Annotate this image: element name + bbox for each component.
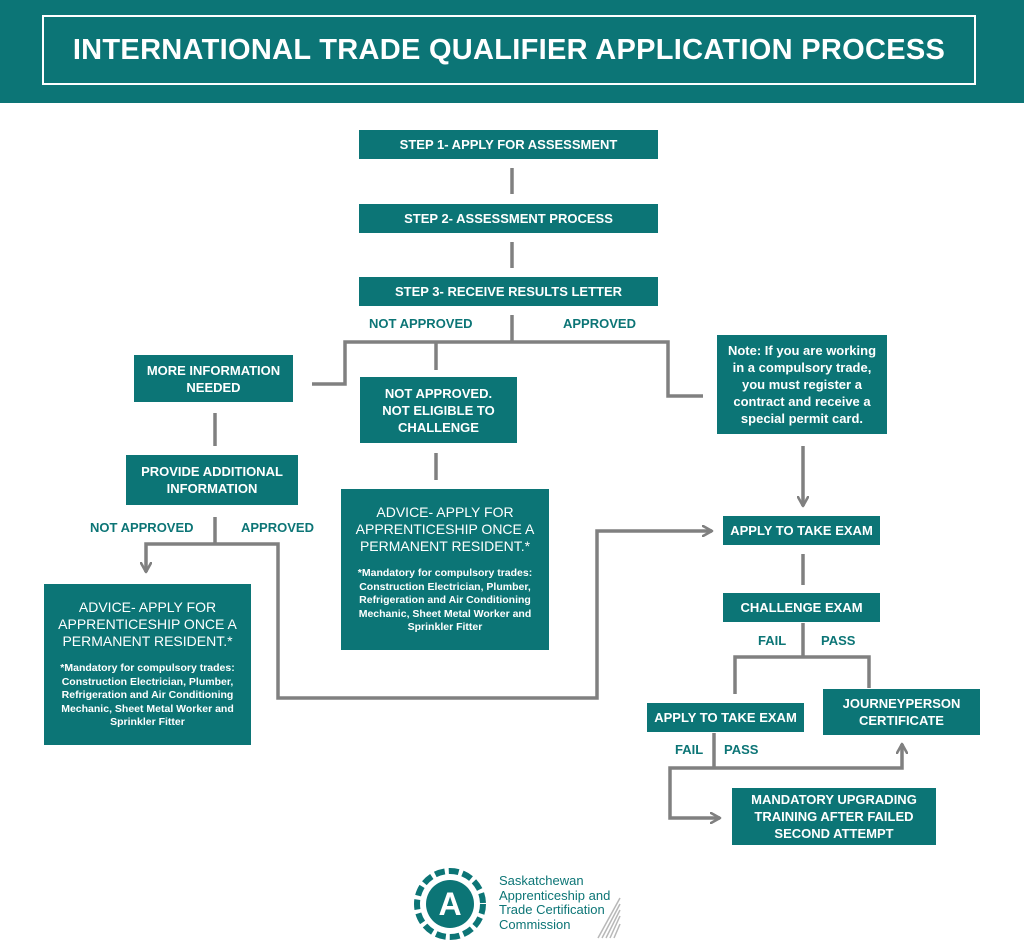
- apply-exam-1-label: APPLY TO TAKE EXAM: [730, 523, 873, 538]
- step2-box: STEP 2- ASSESSMENT PROCESS: [359, 204, 658, 233]
- advice-left-note: *Mandatory for compulsory trades: Constr…: [60, 662, 235, 729]
- exam2-pass-label: PASS: [724, 742, 759, 757]
- provide-info-box: PROVIDE ADDITIONAL INFORMATION: [126, 455, 298, 505]
- advice-center-title: ADVICE- APPLY FOR APPRENTICESHIP ONCE A …: [355, 504, 535, 555]
- advice-center-note: *Mandatory for compulsory trades: Constr…: [357, 567, 533, 634]
- journeyperson-box: JOURNEYPERSON CERTIFICATE: [823, 689, 980, 735]
- step1-box: STEP 1- APPLY FOR ASSESSMENT: [359, 130, 658, 159]
- step3-box: STEP 3- RECEIVE RESULTS LETTER: [359, 277, 658, 306]
- apply-exam-2-box: APPLY TO TAKE EXAM: [647, 703, 804, 732]
- step3-approved-label: APPROVED: [563, 316, 636, 331]
- challenge-exam-box: CHALLENGE EXAM: [723, 593, 880, 622]
- upgrading-box: MANDATORY UPGRADING TRAINING AFTER FAILE…: [732, 788, 936, 845]
- more-info-box: MORE INFORMATION NEEDED: [134, 355, 293, 402]
- satcc-logo-icon: A: [414, 868, 486, 940]
- apply-exam-1-box: APPLY TO TAKE EXAM: [723, 516, 880, 545]
- upgrading-label: MANDATORY UPGRADING TRAINING AFTER FAILE…: [751, 792, 917, 841]
- logo-wheat-icon: [597, 897, 621, 939]
- challenge-fail-label: FAIL: [758, 633, 787, 648]
- provide-approved-label: APPROVED: [241, 520, 314, 535]
- logo-organization-name: Saskatchewan Apprenticeship and Trade Ce…: [499, 873, 611, 932]
- logo-letter: A: [438, 886, 461, 922]
- connector-to-journeyperson: [714, 744, 902, 770]
- header-frame: INTERNATIONAL TRADE QUALIFIER APPLICATIO…: [42, 15, 976, 85]
- connector-fail-pass: [733, 655, 871, 694]
- note-permit-label: Note: If you are working in a compulsory…: [727, 343, 877, 426]
- connector-to-advice-left: [146, 542, 215, 572]
- not-eligible-label: NOT APPROVED. NOT ELIGIBLE TO CHALLENGE: [382, 385, 495, 435]
- note-permit-box: Note: If you are working in a compulsory…: [717, 335, 887, 434]
- more-info-label: MORE INFORMATION NEEDED: [146, 362, 281, 395]
- page-title: INTERNATIONAL TRADE QUALIFIER APPLICATIO…: [72, 33, 946, 66]
- journeyperson-label: JOURNEYPERSON CERTIFICATE: [842, 696, 961, 728]
- step3-not-approved-label: NOT APPROVED: [369, 316, 473, 331]
- step1-label: STEP 1- APPLY FOR ASSESSMENT: [399, 137, 618, 152]
- connector-to-more-info: [312, 340, 703, 398]
- not-eligible-box: NOT APPROVED. NOT ELIGIBLE TO CHALLENGE: [360, 377, 517, 443]
- provide-not-approved-label: NOT APPROVED: [90, 520, 194, 535]
- connector-to-upgrading: [668, 766, 720, 818]
- challenge-exam-label: CHALLENGE EXAM: [740, 600, 863, 615]
- header-banner: INTERNATIONAL TRADE QUALIFIER APPLICATIO…: [0, 0, 1024, 103]
- apply-exam-2-label: APPLY TO TAKE EXAM: [654, 710, 797, 725]
- challenge-pass-label: PASS: [821, 633, 856, 648]
- step2-label: STEP 2- ASSESSMENT PROCESS: [404, 211, 613, 226]
- step3-label: STEP 3- RECEIVE RESULTS LETTER: [394, 284, 623, 299]
- provide-info-label: PROVIDE ADDITIONAL INFORMATION: [141, 464, 283, 496]
- connector-approved-to-exam: [215, 531, 712, 700]
- advice-left-box: ADVICE- APPLY FOR APPRENTICESHIP ONCE A …: [44, 584, 251, 745]
- advice-left-title: ADVICE- APPLY FOR APPRENTICESHIP ONCE A …: [58, 599, 237, 650]
- advice-center-box: ADVICE- APPLY FOR APPRENTICESHIP ONCE A …: [341, 489, 549, 650]
- exam2-fail-label: FAIL: [675, 742, 704, 757]
